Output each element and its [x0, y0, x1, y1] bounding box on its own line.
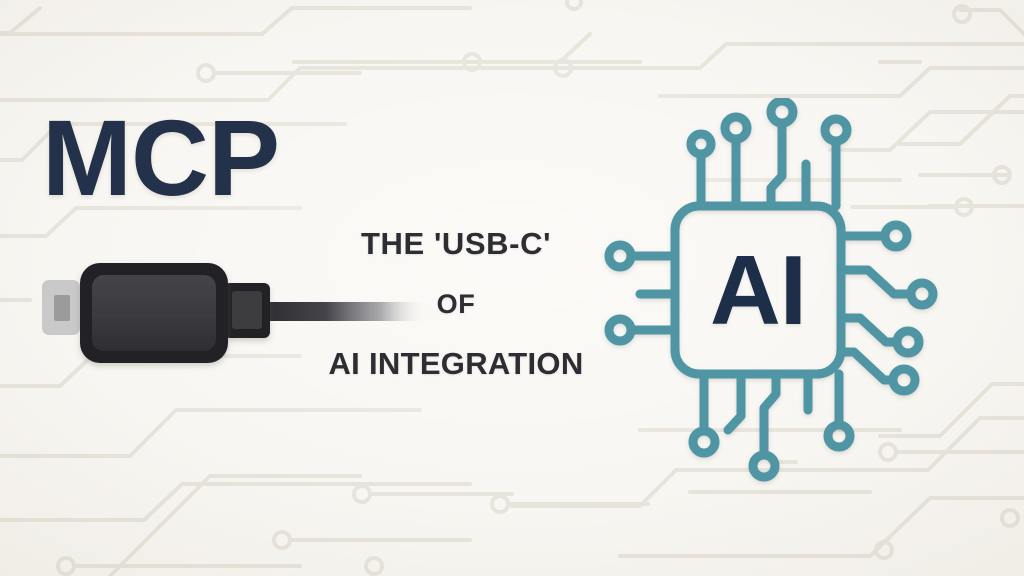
usb-strain-relief [224, 283, 270, 338]
usb-cable-wire [258, 302, 428, 321]
usb-connector-illustration [42, 263, 428, 363]
chip-pins-top [686, 98, 852, 211]
chip-pins-bottom [688, 369, 855, 482]
tagline-line-2: OF [436, 289, 476, 319]
ai-chip-illustration [604, 98, 938, 482]
chip-label: AI [710, 234, 807, 345]
chip-traces-left [604, 240, 680, 346]
chip-traces-right [836, 220, 938, 396]
tagline-line-3: AI INTEGRATION [328, 346, 584, 381]
tagline-line-1: THE 'USB-C' [360, 226, 552, 261]
tagline: THE 'USB-C' OF AI INTEGRATION [300, 228, 612, 379]
page-title: MCP [42, 97, 280, 218]
usb-metal-tip [42, 280, 80, 335]
usb-connector-body [80, 263, 228, 363]
